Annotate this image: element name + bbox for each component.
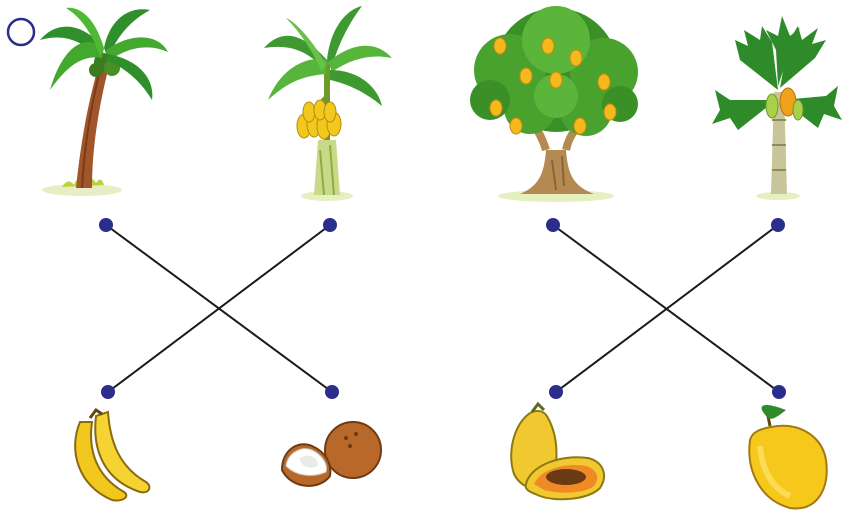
coconut-tree-icon	[40, 7, 168, 196]
tree-dot-papaya-tree[interactable]	[771, 218, 785, 232]
fruit-dot-bananas[interactable]	[101, 385, 115, 399]
circle-outline-icon	[6, 17, 36, 47]
mango-icon	[748, 404, 828, 510]
fruit-dot-coconuts[interactable]	[325, 385, 339, 399]
fruit-dot-mango[interactable]	[772, 385, 786, 399]
bananas-icon	[74, 407, 151, 502]
match-lines	[105, 224, 780, 393]
papaya-tree-icon	[712, 16, 842, 200]
match-line-papaya-tree-to-papaya	[555, 224, 779, 393]
papaya-icon	[510, 401, 605, 501]
coconuts-icon	[280, 421, 382, 487]
tree-dot-mango-tree[interactable]	[546, 218, 560, 232]
match-line-banana-tree-to-bananas	[107, 224, 331, 393]
banana-tree-icon	[264, 6, 392, 201]
mango-tree-icon	[470, 6, 638, 202]
match-dots	[99, 218, 786, 399]
tree-dot-banana-tree[interactable]	[323, 218, 337, 232]
fruit-dot-papaya[interactable]	[549, 385, 563, 399]
tree-dot-coconut-tree[interactable]	[99, 218, 113, 232]
